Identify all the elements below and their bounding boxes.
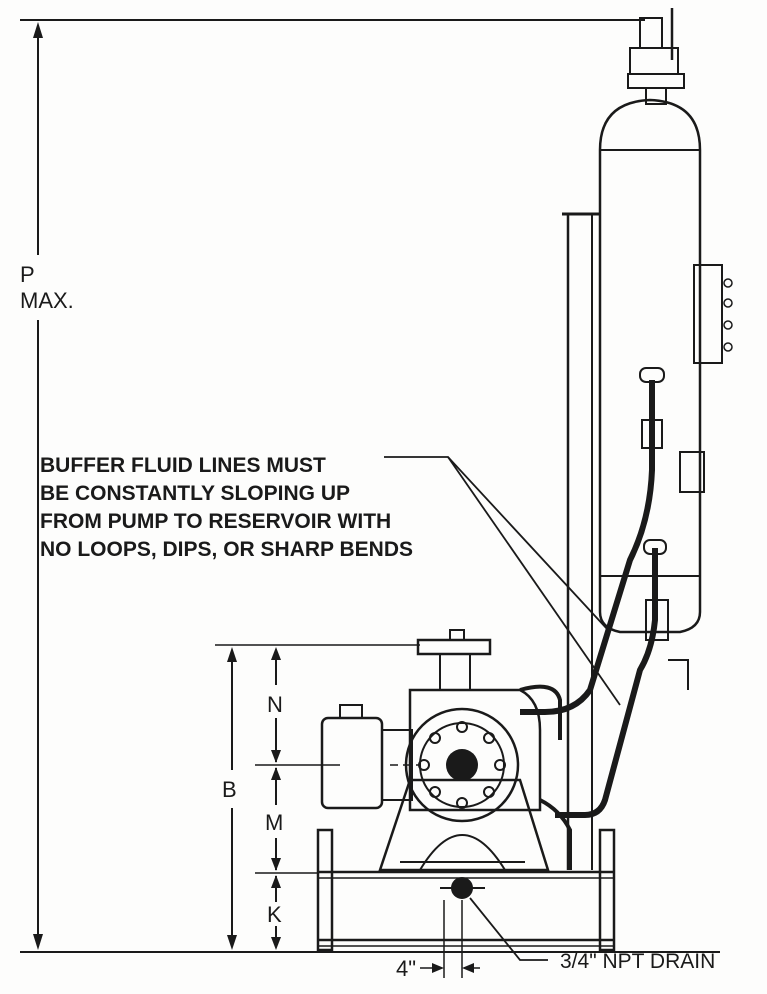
drain-label: 3/4" NPT DRAIN <box>560 950 715 973</box>
max-label: MAX. <box>20 288 74 313</box>
drain-offset-dimension: 4" <box>396 900 480 981</box>
pump-assembly <box>320 629 572 872</box>
buffer-fluid-lines <box>520 367 689 818</box>
drain-callout: 3/4" NPT DRAIN <box>469 897 715 973</box>
buffer-reservoir <box>598 8 733 634</box>
note-line-4: NO LOOPS, DIPS, OR SHARP BENDS <box>40 538 413 561</box>
note-line-2: BE CONSTANTLY SLOPING UP <box>40 482 350 505</box>
k-label: K <box>267 902 282 927</box>
note-line-3: FROM PUMP TO RESERVOIR WITH <box>40 510 391 533</box>
height-dimensions: B N M K <box>215 644 420 950</box>
note-line-1: BUFFER FLUID LINES MUST <box>40 454 326 477</box>
reservoir-stand <box>562 212 600 870</box>
p-label: P <box>20 262 35 287</box>
p-max-dimension: P MAX. <box>20 19 720 953</box>
base-plate <box>316 828 616 952</box>
flange-bolt-holes <box>418 721 506 809</box>
n-label: N <box>267 692 283 717</box>
b-label: B <box>222 777 237 802</box>
m-label: M <box>265 810 283 835</box>
buffer-fluid-note: BUFFER FLUID LINES MUST BE CONSTANTLY SL… <box>40 454 621 706</box>
four-inch-label: 4" <box>396 956 416 981</box>
